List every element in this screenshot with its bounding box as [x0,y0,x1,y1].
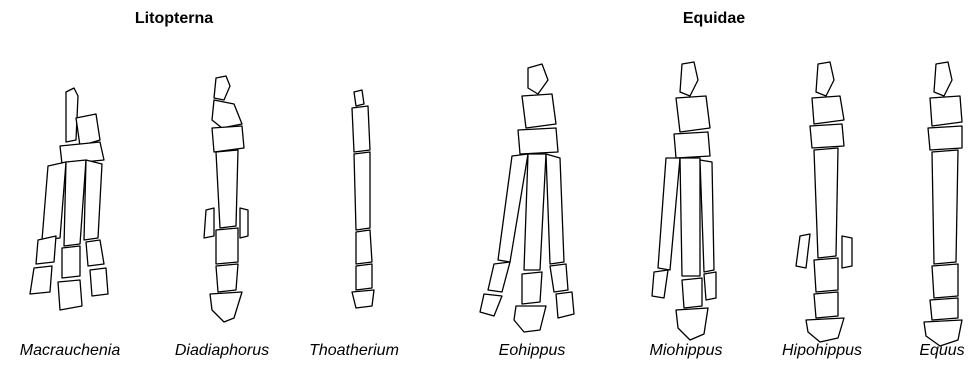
skeleton-diadiaphorus [204,76,248,322]
genus-label-hipohippus: Hipohippus [782,342,862,360]
skeleton-macrauchenia [30,88,108,310]
skeleton-hipohippus [796,62,852,342]
genus-label-eohippus: Eohippus [499,342,566,360]
genus-label-macrauchenia: Macrauchenia [20,342,121,360]
genus-label-diadiaphorus: Diadiaphorus [175,342,269,360]
skeleton-eohippus [480,64,574,332]
skeleton-equus [924,62,962,346]
genus-label-equus: Equus [919,342,964,360]
genus-label-thoatherium: Thoatherium [309,342,399,360]
genus-label-miohippus: Miohippus [650,342,723,360]
skeleton-thoatherium [352,90,374,308]
skeleton-miohippus [652,62,716,340]
